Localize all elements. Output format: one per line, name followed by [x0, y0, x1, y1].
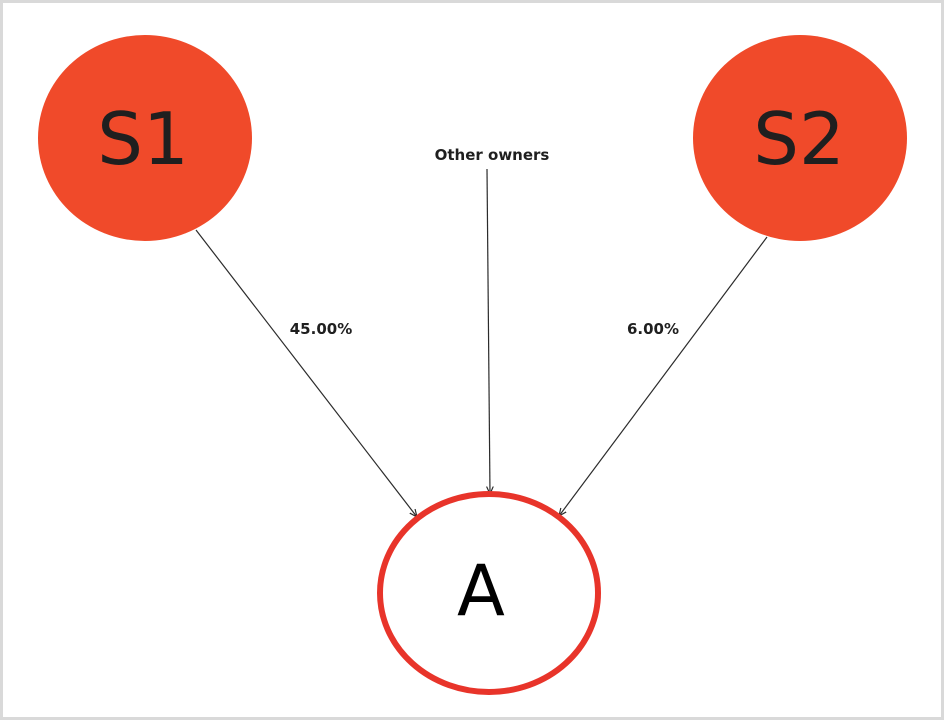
node-a-shape — [377, 491, 601, 695]
node-a-label: A — [457, 550, 505, 632]
edge-other-owners-to-a — [487, 168, 490, 494]
ownership-diagram: 45.00% 6.00% Other owners S1 S2 A — [38, 35, 907, 695]
node-s2: S2 — [693, 35, 907, 241]
edge-s1-to-a — [195, 229, 417, 517]
node-s2-shape — [693, 35, 907, 241]
node-a: A — [377, 491, 601, 695]
edge-s2-to-a — [559, 236, 768, 516]
node-s1-label: S1 — [97, 97, 189, 181]
node-s1-shape — [38, 35, 252, 241]
other-owners-label: Other owners — [435, 146, 550, 164]
edge-label-s2-to-a: 6.00% — [627, 320, 679, 338]
node-s1: S1 — [38, 35, 252, 241]
edge-label-s1-to-a: 45.00% — [290, 320, 352, 338]
node-s2-label: S2 — [753, 97, 845, 181]
